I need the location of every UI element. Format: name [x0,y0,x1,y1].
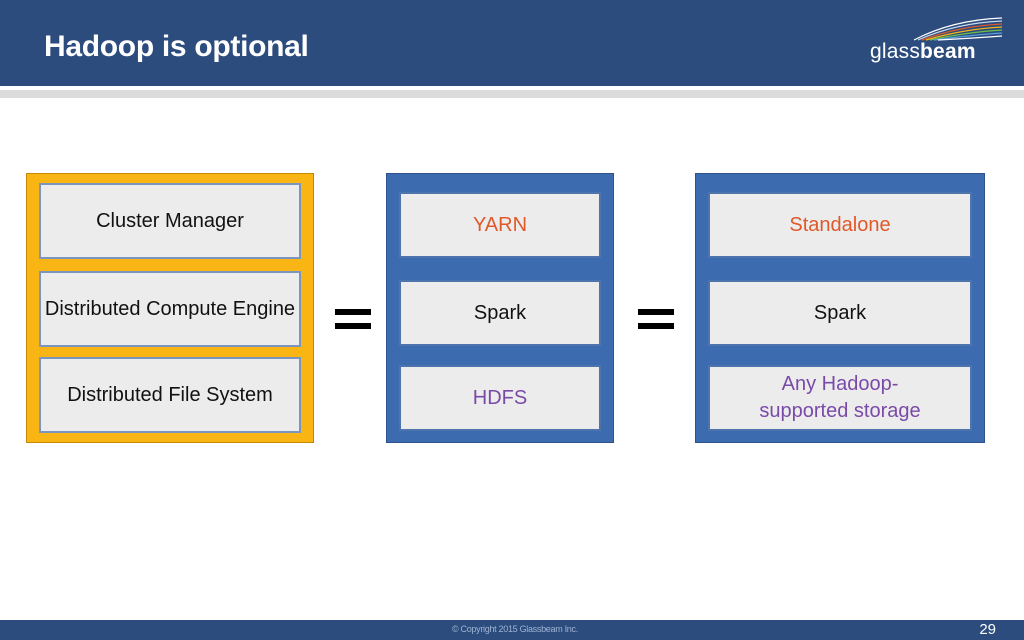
yarn-box: YARN [399,192,601,258]
page-number: 29 [979,621,996,638]
generic-stack-panel: Cluster Manager Distributed Compute Engi… [26,173,314,443]
file-system-box: Distributed File System [39,357,301,433]
equals-sign [335,306,371,332]
glassbeam-logo: glassbeam [868,14,1008,74]
spark-box: Spark [399,280,601,346]
header-divider [0,90,1024,98]
hdfs-box: HDFS [399,365,601,431]
slide-header: Hadoop is optional glassbeam [0,0,1024,86]
cluster-manager-box: Cluster Manager [39,183,301,259]
hadoop-stack-panel: YARN Spark HDFS [386,173,614,443]
hadoop-storage-box: Any Hadoop-supported storage [708,365,972,431]
copyright-text: © Copyright 2015 Glassbeam Inc. [452,624,578,634]
compute-engine-box: Distributed Compute Engine [39,271,301,347]
logo-wordmark: glassbeam [870,40,976,64]
slide-title: Hadoop is optional [44,30,309,63]
spark-box: Spark [708,280,972,346]
slide-footer: © Copyright 2015 Glassbeam Inc. 29 [0,620,1024,640]
logo-wordmark-bold: beam [920,40,976,63]
standalone-stack-panel: Standalone Spark Any Hadoop-supported st… [695,173,985,443]
equals-sign [638,306,674,332]
logo-wordmark-light: glass [870,40,921,63]
logo-swoosh-icon [913,17,1003,41]
standalone-box: Standalone [708,192,972,258]
